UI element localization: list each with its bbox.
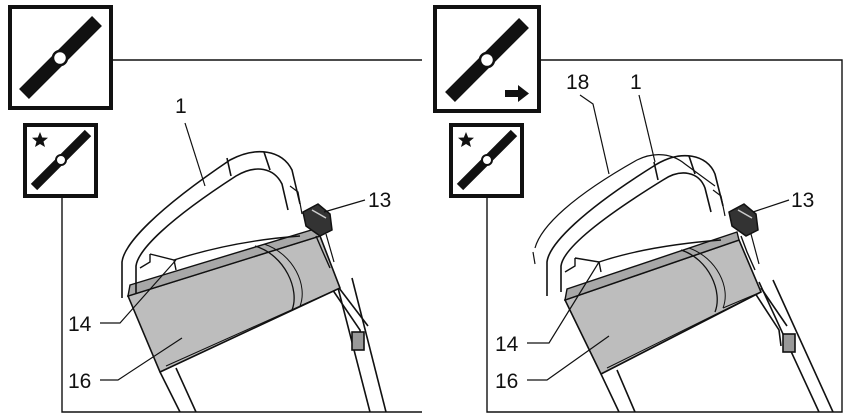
frame-rails	[159, 277, 387, 413]
mulching-blade-icon	[23, 123, 98, 198]
figure-right: 18 1 13 14 16	[423, 0, 845, 415]
arrow-right-icon	[505, 85, 529, 102]
callout-bag: 16	[495, 370, 518, 393]
callout-knob: 13	[368, 189, 391, 212]
folding-bar	[534, 154, 716, 249]
callout-clip: 14	[495, 333, 519, 356]
blade-icon	[433, 5, 541, 113]
folding-bar-end	[532, 251, 536, 265]
callout-knob: 13	[791, 189, 814, 212]
callout-bag: 16	[68, 370, 91, 393]
blade-icon	[8, 5, 113, 110]
callout-clip: 14	[68, 313, 92, 336]
callout-handle: 1	[175, 95, 187, 118]
grass-bag	[563, 231, 763, 376]
frame-border	[486, 59, 843, 413]
adjustment-knob	[728, 203, 760, 271]
frame-border	[61, 59, 422, 413]
mulching-blade-icon	[449, 123, 524, 198]
grass-bag	[126, 227, 342, 374]
retaining-clip	[564, 239, 722, 273]
callout-handle: 1	[630, 71, 642, 94]
callout-bar: 18	[566, 71, 589, 94]
mower-handle-diagram-right: 18 1 13 14 16	[433, 5, 843, 413]
leader-lines	[100, 122, 366, 381]
mower-handle-diagram-left: 1 13 14 16	[8, 5, 422, 413]
figure-left: 1 13 14 16	[0, 0, 422, 415]
frame-rails	[600, 279, 834, 413]
leader-lines	[527, 94, 790, 381]
mower-handle	[121, 151, 303, 298]
mower-handle	[546, 155, 726, 296]
